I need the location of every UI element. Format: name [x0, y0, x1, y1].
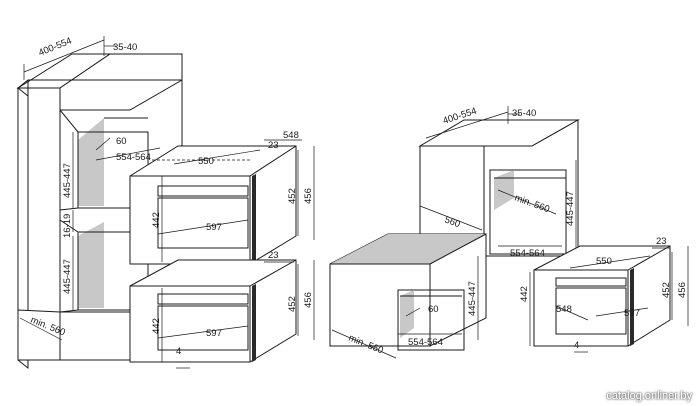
left-top-depth-label: 400-554 [37, 36, 73, 59]
right-upper-niche-height-label: 445-447 [565, 191, 576, 226]
left-column-cabinet [16, 53, 183, 370]
right-upper-niche-width-label: 554-564 [510, 248, 545, 259]
right-base-niche-height-label: 445-447 [467, 281, 478, 316]
right-oven-body-height-label: 442 [519, 286, 530, 302]
left-niche-height-lower-label: 445-447 [62, 259, 73, 294]
right-oven-top-width-label: 550 [596, 256, 612, 267]
right-upper-depth-label: 560 [443, 214, 462, 230]
left-lower-panel-height-label: 452 [287, 296, 298, 312]
left-top-offset-label: 35-40 [113, 42, 137, 53]
left-lower-bottom-gap-label: 4 [176, 346, 181, 357]
right-oven-offset-label: 23 [656, 236, 667, 247]
left-niche-width-label: 554-564 [116, 152, 151, 163]
right-oven [533, 245, 671, 347]
left-lower-oven-dimensions: 23 597 442 452 456 4 [151, 250, 315, 369]
left-lower-front-width-label: 597 [206, 328, 222, 339]
left-niche-depth-label: 60 [116, 136, 127, 147]
right-oven-panel-height-label: 452 [661, 282, 672, 298]
right-oven-front-width-label: 597 [624, 308, 640, 319]
right-upper-cabinet [418, 119, 580, 257]
right-oven-total-height-label: 456 [677, 282, 688, 298]
left-upper-body-height-label: 442 [151, 212, 162, 228]
right-base-niche-width-label: 554-564 [408, 337, 443, 348]
right-oven-bottom-gap-label: 4 [574, 340, 579, 351]
right-oven-depth-label: 548 [556, 304, 572, 315]
watermark: catalog.onliner.by [606, 390, 692, 402]
left-niche-height-upper-label: 445-447 [62, 163, 73, 198]
left-upper-front-width-label: 597 [206, 222, 222, 233]
left-lower-offset-label: 23 [268, 250, 279, 261]
left-lower-total-height-label: 456 [303, 292, 314, 308]
left-upper-offset-label: 23 [268, 140, 279, 151]
right-base-cabinet [329, 233, 487, 351]
left-upper-depth-label: 548 [283, 130, 299, 141]
left-upper-top-width-label: 550 [198, 156, 214, 167]
left-gap-label: 16-19 [62, 214, 73, 238]
right-base-niche-depth-label: 60 [428, 304, 439, 315]
left-upper-oven [129, 145, 297, 265]
left-lower-body-height-label: 442 [151, 318, 162, 334]
right-oven-dimensions: 23 550 442 548 597 452 456 4 [519, 236, 689, 353]
left-upper-total-height-label: 456 [303, 188, 314, 204]
right-top-offset-label: 35-40 [512, 108, 536, 119]
left-niche-dimensions: 60 554-564 445-447 16-19 445-447 min. 56… [19, 132, 161, 341]
left-lower-oven [129, 259, 297, 363]
left-upper-panel-height-label: 452 [287, 188, 298, 204]
left-upper-oven-dimensions: 548 23 550 597 442 452 456 [151, 130, 315, 262]
